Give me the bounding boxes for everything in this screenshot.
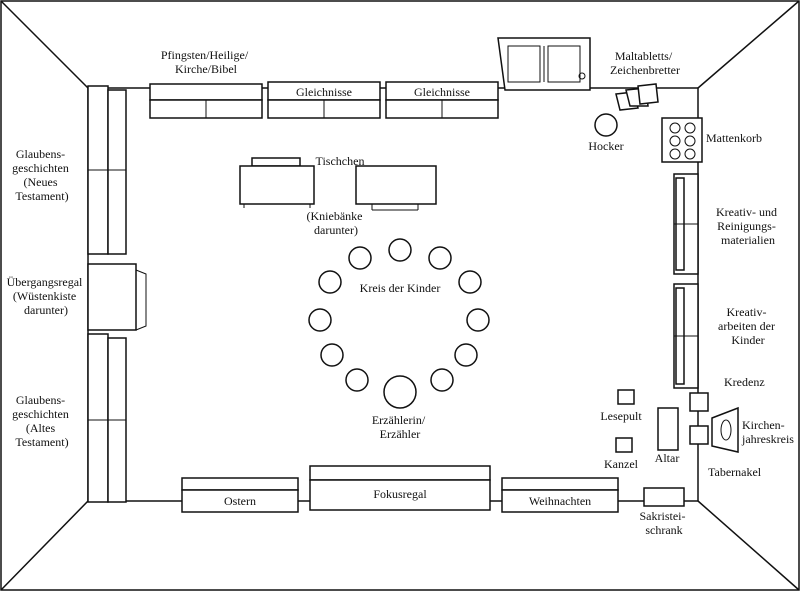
label-maltabletts: Maltabletts/ Zeichenbretter [610, 49, 680, 77]
label-glaubens-nt: Glaubens- geschichten (Neues Testament) [12, 147, 72, 203]
kredenz-box [689, 392, 709, 412]
hocker-stool [594, 113, 618, 137]
shelf-kreativ-arbeiten [673, 283, 699, 389]
label-erzaehler: Erzählerin/ Erzähler [372, 413, 428, 441]
kanzel [615, 437, 633, 453]
label-tabernakel: Tabernakel [708, 465, 762, 479]
door [497, 37, 591, 91]
shelf-fokusregal [309, 465, 491, 511]
label-hocker: Hocker [588, 139, 623, 153]
label-kreis: Kreis der Kinder [360, 281, 441, 295]
lesepult [617, 389, 635, 405]
label-kanzel: Kanzel [604, 457, 639, 471]
label-gleichnisse-1: Gleichnisse [296, 85, 352, 99]
shelf-uebergang [87, 263, 147, 331]
table-1 [239, 157, 315, 208]
label-kreativ-arbeiten: Kreativ- arbeiten der Kinder [718, 305, 778, 347]
shelf-weihnachten [501, 477, 619, 513]
sakristeischrank [643, 487, 685, 507]
tabernakel-box [689, 425, 709, 445]
label-pfingsten: Pfingsten/Heilige/ Kirche/Bibel [161, 48, 251, 76]
label-kreativ-material: Kreativ- und Reinigungs- materialien [716, 205, 780, 247]
shelf-kreativ-material [673, 173, 699, 275]
table-2 [355, 165, 437, 211]
label-ostern: Ostern [224, 494, 256, 508]
altar [657, 407, 679, 451]
maltabletts-stack [615, 83, 659, 111]
shelf-glaubens-nt [87, 85, 127, 255]
label-kredenz: Kredenz [724, 375, 765, 389]
label-lesepult: Lesepult [600, 409, 642, 423]
shelf-pfingsten [149, 83, 263, 119]
kirchenjahreskreis-frame [711, 406, 739, 453]
label-mattenkorb: Mattenkorb [706, 131, 762, 145]
shelf-glaubens-at [87, 333, 127, 503]
label-glaubens-at: Glaubens- geschichten (Altes Testament) [12, 393, 72, 449]
label-uebergang: Übergangsregal (Wüstenkiste darunter) [7, 275, 86, 317]
label-kirchenjahreskreis: Kirchen- jahreskreis [741, 418, 794, 446]
narrator-seat [383, 375, 417, 409]
shelf-gleichnisse-1 [267, 81, 381, 119]
label-kniebaenke: (Kniebänke darunter) [307, 209, 366, 237]
label-weihnachten: Weihnachten [529, 494, 591, 508]
mattenkorb-basket [661, 117, 703, 163]
shelf-gleichnisse-2 [385, 81, 499, 119]
label-tischchen: Tischchen [316, 154, 365, 168]
label-gleichnisse-2: Gleichnisse [414, 85, 470, 99]
label-sakristei: Sakristei- schrank [640, 509, 689, 537]
label-altar: Altar [655, 451, 680, 465]
shelf-ostern [181, 477, 299, 513]
label-fokusregal: Fokusregal [373, 487, 427, 501]
children-circle [308, 238, 490, 409]
